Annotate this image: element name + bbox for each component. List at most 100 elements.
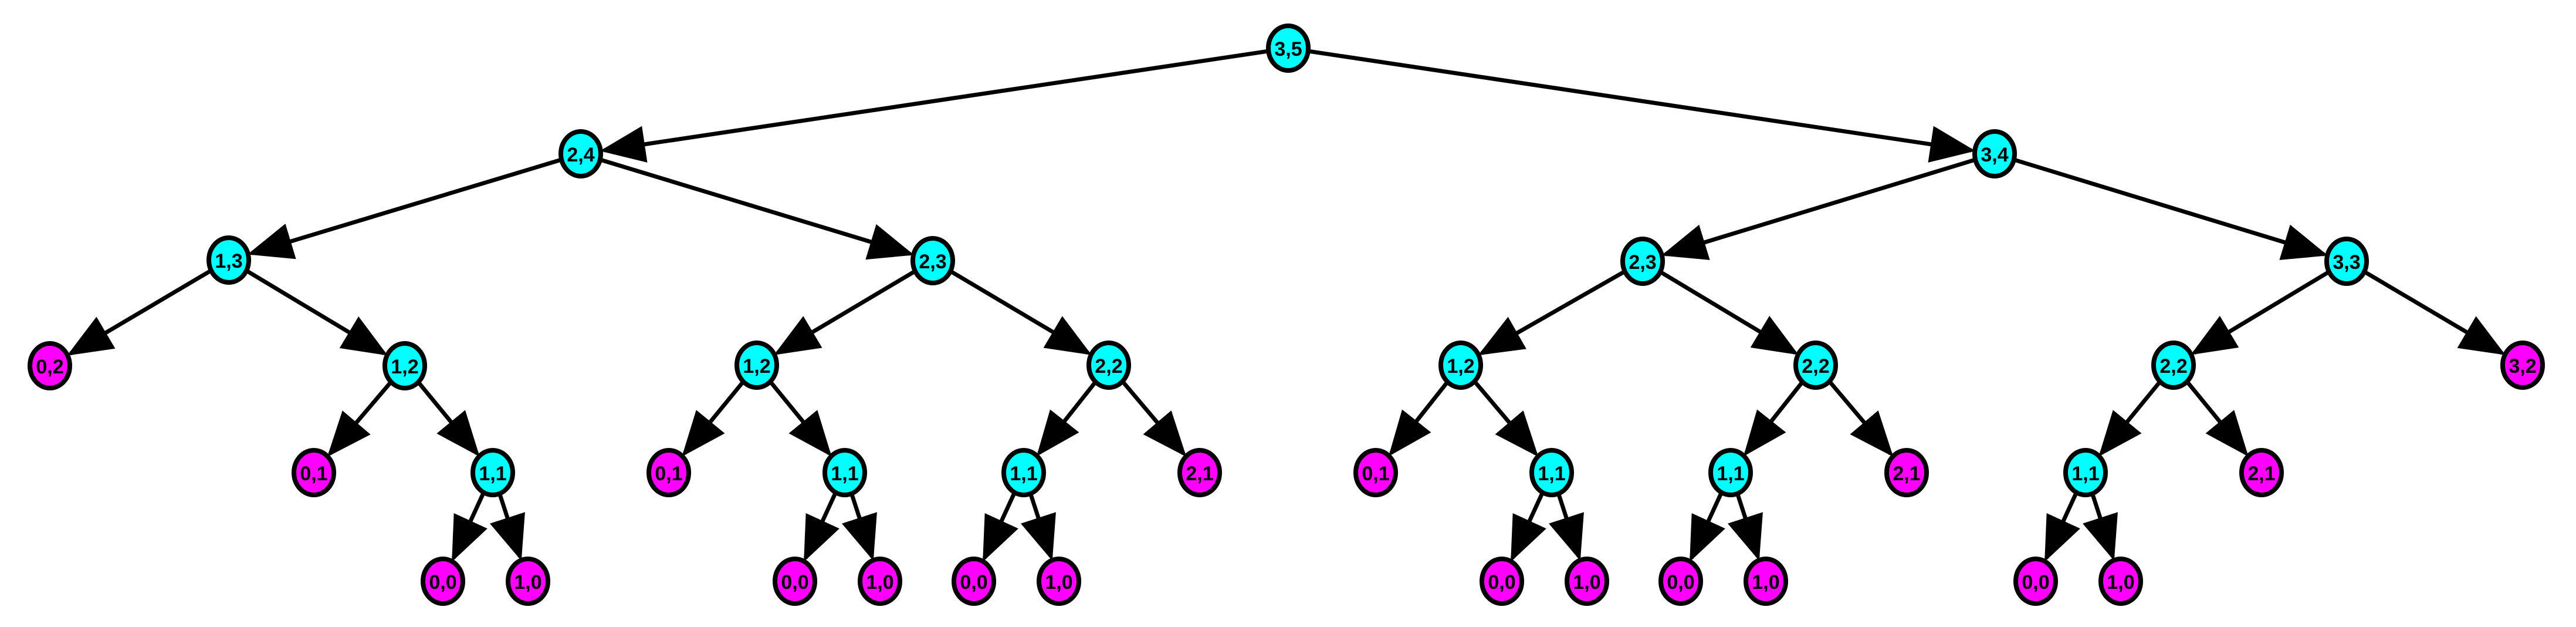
- tree-node[interactable]: 3,4: [1972, 129, 2017, 178]
- tree-node[interactable]: 3,3: [2324, 237, 2369, 286]
- tree-node[interactable]: 0,0: [1480, 557, 1524, 606]
- base-case-node-circle[interactable]: [858, 557, 902, 606]
- tree-node[interactable]: 0,1: [292, 448, 336, 497]
- tree-node[interactable]: 2,2: [1086, 341, 1131, 390]
- tree-edge: [1473, 380, 1539, 457]
- recursive-node-circle[interactable]: [1086, 341, 1131, 390]
- recursive-node-circle[interactable]: [558, 129, 603, 178]
- tree-edge: [842, 494, 877, 561]
- recursive-node-circle[interactable]: [2324, 237, 2369, 286]
- tree-node[interactable]: 2,1: [1884, 448, 1929, 497]
- recursive-node-circle[interactable]: [1793, 341, 1838, 390]
- tree-node[interactable]: 1,2: [382, 341, 427, 390]
- tree-node[interactable]: 0,0: [2013, 557, 2058, 606]
- tree-node[interactable]: 0,0: [952, 557, 996, 606]
- node-label: 0,2: [36, 356, 63, 378]
- recursive-node-circle[interactable]: [207, 235, 251, 285]
- base-case-node-circle[interactable]: [1177, 448, 1222, 497]
- tree-node[interactable]: 1,0: [506, 557, 550, 606]
- base-case-node-circle[interactable]: [292, 448, 336, 497]
- tree-node[interactable]: 1,1: [1001, 448, 1046, 497]
- recursive-node-circle[interactable]: [1708, 448, 1753, 497]
- recursive-node-circle[interactable]: [1266, 23, 1311, 73]
- base-case-node-circle[interactable]: [1658, 557, 1703, 606]
- node-label: 3,5: [1274, 38, 1302, 60]
- recursive-node-circle[interactable]: [1972, 129, 2017, 178]
- recursive-node-circle[interactable]: [2151, 341, 2196, 390]
- tree-node[interactable]: 3,5: [1266, 23, 1311, 73]
- recursive-node-circle[interactable]: [1438, 341, 1483, 390]
- tree-node[interactable]: 2,2: [2151, 341, 2196, 390]
- tree-node[interactable]: 2,1: [2239, 448, 2284, 497]
- tree-node[interactable]: 3,2: [2500, 341, 2545, 390]
- recursive-node-circle[interactable]: [382, 341, 427, 390]
- base-case-node-circle[interactable]: [646, 448, 691, 497]
- tree-node[interactable]: 1,1: [1529, 448, 1574, 497]
- tree-node[interactable]: 1,0: [1037, 557, 1081, 606]
- tree-node[interactable]: 1,0: [2098, 557, 2143, 606]
- tree-edge: [769, 381, 832, 457]
- tree-node[interactable]: 1,1: [1708, 448, 1753, 497]
- recursive-node-circle[interactable]: [1001, 448, 1046, 497]
- tree-node[interactable]: 1,0: [1744, 557, 1788, 606]
- base-case-node-circle[interactable]: [1744, 557, 1788, 606]
- tree-edge: [1743, 381, 1803, 457]
- tree-edge: [1478, 270, 1625, 356]
- node-label: 1,1: [1538, 463, 1565, 485]
- tree-node[interactable]: 1,0: [858, 557, 902, 606]
- tree-edge: [1828, 380, 1894, 457]
- tree-node[interactable]: 0,0: [1658, 557, 1703, 606]
- recursive-node-circle[interactable]: [1529, 448, 1574, 497]
- base-case-node-circle[interactable]: [2500, 341, 2545, 390]
- node-label: 0,0: [1488, 571, 1515, 594]
- base-case-node-circle[interactable]: [1565, 557, 1609, 606]
- recursive-node-circle[interactable]: [1620, 237, 1665, 286]
- tree-node[interactable]: 1,3: [207, 235, 251, 285]
- tree-node[interactable]: 1,2: [734, 341, 779, 390]
- base-case-node-circle[interactable]: [773, 557, 817, 606]
- tree-node[interactable]: 1,1: [2063, 448, 2108, 497]
- base-case-node-circle[interactable]: [421, 557, 465, 606]
- base-case-node-circle[interactable]: [952, 557, 996, 606]
- node-label: 0,0: [2022, 571, 2049, 594]
- tree-edge: [247, 158, 561, 259]
- tree-node[interactable]: 2,3: [1620, 237, 1665, 286]
- tree-node[interactable]: 2,2: [1793, 341, 1838, 390]
- recursive-node-circle[interactable]: [734, 341, 779, 390]
- tree-node[interactable]: 1,2: [1438, 341, 1483, 390]
- recursive-node-circle[interactable]: [2063, 448, 2108, 497]
- base-case-node-circle[interactable]: [28, 341, 72, 390]
- node-label: 1,0: [2107, 571, 2134, 594]
- recursive-node-circle[interactable]: [470, 448, 515, 497]
- tree-node[interactable]: 1,1: [470, 448, 515, 497]
- tree-node[interactable]: 0,1: [1353, 448, 1398, 497]
- tree-node[interactable]: 2,3: [910, 236, 955, 285]
- base-case-node-circle[interactable]: [2098, 557, 2143, 606]
- tree-edge: [67, 269, 211, 356]
- base-case-node-circle[interactable]: [1037, 557, 1081, 606]
- node-label: 0,0: [429, 571, 456, 594]
- node-label: 1,2: [743, 355, 770, 377]
- node-label: 0,0: [781, 571, 808, 594]
- tree-edge: [2191, 271, 2330, 355]
- base-case-node-circle[interactable]: [506, 557, 550, 606]
- recursive-node-circle[interactable]: [822, 448, 867, 497]
- tree-node[interactable]: 0,0: [421, 557, 465, 606]
- tree-node[interactable]: 1,1: [822, 448, 867, 497]
- tree-edge: [417, 382, 480, 457]
- base-case-node-circle[interactable]: [1480, 557, 1524, 606]
- tree-edge: [982, 493, 1018, 562]
- tree-node[interactable]: 1,0: [1565, 557, 1609, 606]
- base-case-node-circle[interactable]: [1884, 448, 1929, 497]
- base-case-node-circle[interactable]: [1353, 448, 1398, 497]
- tree-node[interactable]: 2,4: [558, 129, 603, 178]
- recursive-node-circle[interactable]: [910, 236, 955, 285]
- node-label: 2,2: [1095, 355, 1122, 377]
- base-case-node-circle[interactable]: [2239, 448, 2284, 497]
- tree-node[interactable]: 0,2: [28, 341, 72, 390]
- tree-node[interactable]: 0,1: [646, 448, 691, 497]
- tree-node[interactable]: 0,0: [773, 557, 817, 606]
- edges-layer: [67, 49, 2506, 562]
- tree-node[interactable]: 2,1: [1177, 448, 1222, 497]
- base-case-node-circle[interactable]: [2013, 557, 2058, 606]
